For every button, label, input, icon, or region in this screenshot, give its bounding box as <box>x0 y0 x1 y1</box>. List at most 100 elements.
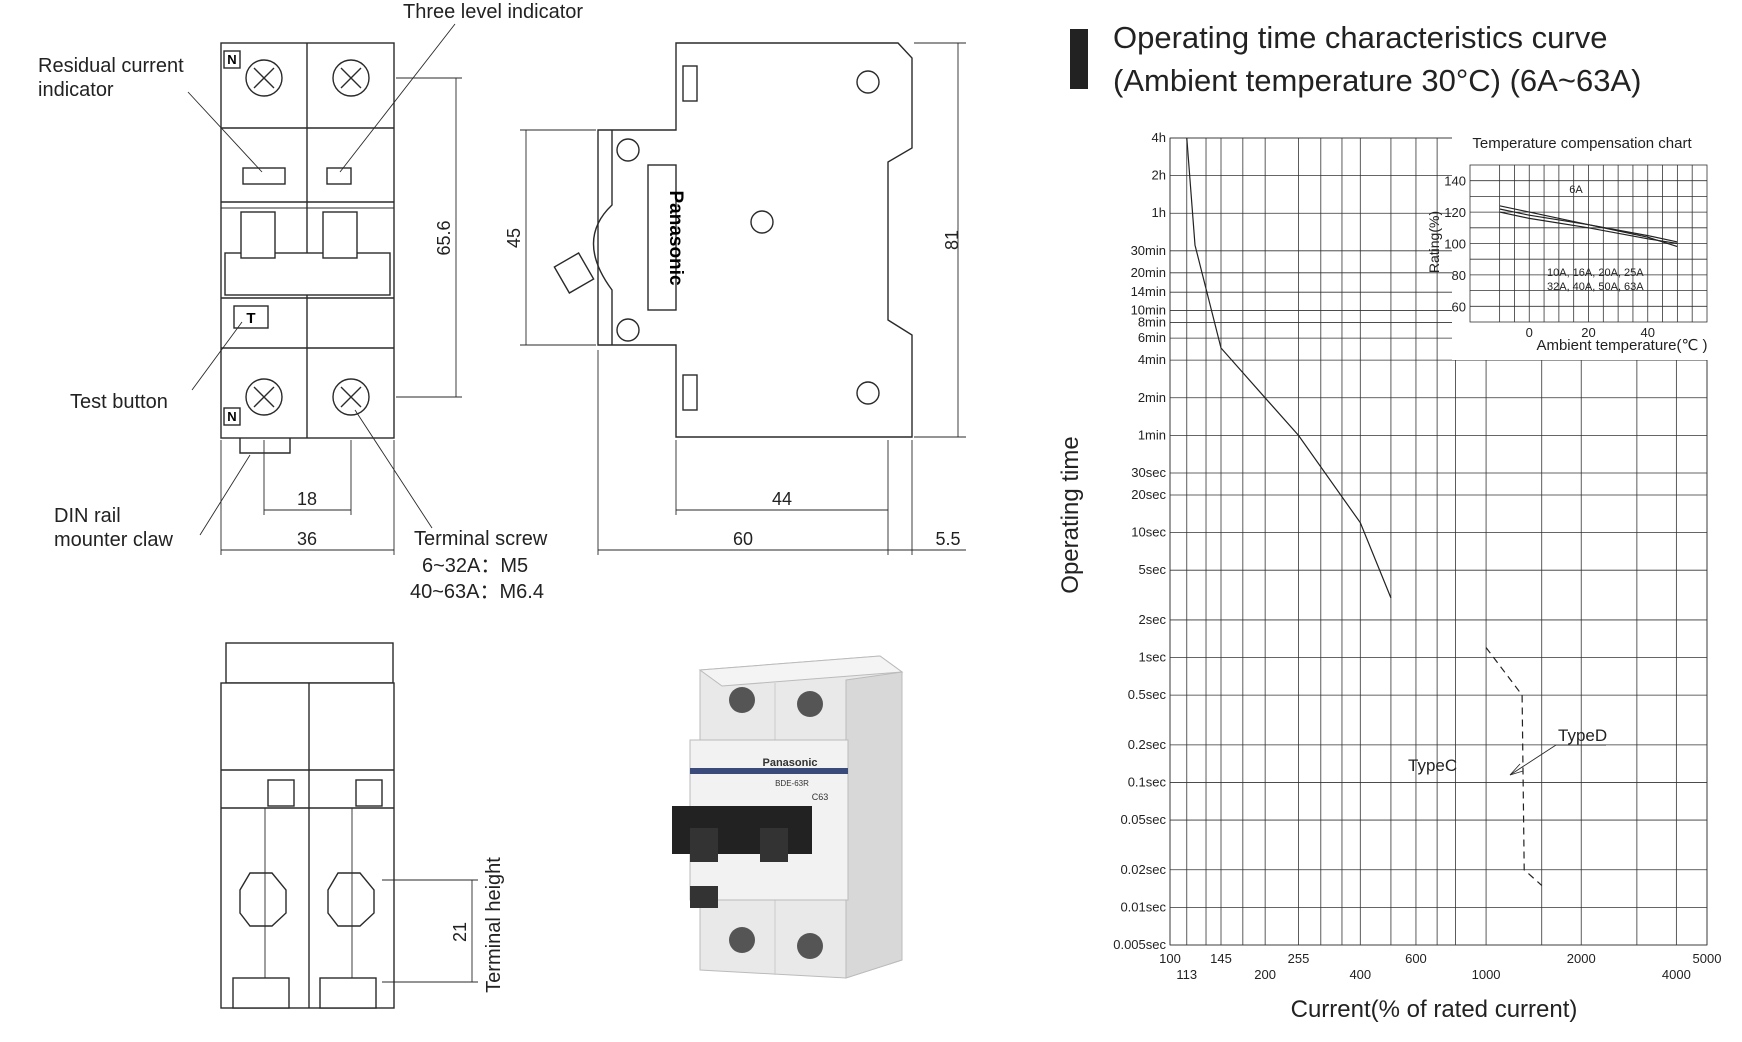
x-tick-label: 145 <box>1210 951 1232 966</box>
dim-60: 60 <box>733 529 753 549</box>
inset-series <box>1499 208 1678 243</box>
inset-6a-label: 6A <box>1569 184 1583 196</box>
terminal-screw-label: Terminal screw <box>414 528 548 550</box>
residual-indicator-label-1: Residual current <box>38 55 184 77</box>
inset-xlabel: Ambient temperature(℃ ) <box>1536 337 1707 354</box>
product-photo: Panasonic BDE-63R C63 <box>672 655 904 979</box>
y-tick-label: 0.2sec <box>1128 737 1167 752</box>
inset-series <box>1499 211 1678 245</box>
y-tick-label: 14min <box>1131 284 1166 299</box>
inset-x-tick: 20 <box>1581 325 1595 340</box>
product-model-text: BDE-63R <box>775 779 809 788</box>
typed-annotation: TypeD <box>1558 726 1607 745</box>
chart-xlabel: Current(% of rated current) <box>1291 996 1578 1023</box>
side-view-drawing: Panasonic <box>553 42 913 438</box>
x-tick-label: 200 <box>1254 967 1276 982</box>
inset-legend-line2: 32A, 40A, 50A, 63A <box>1547 281 1644 293</box>
inset-x-tick: 40 <box>1641 325 1655 340</box>
y-tick-label: 2sec <box>1139 612 1167 627</box>
inset-y-ticks: 140 120 100 80 60 <box>1444 174 1466 315</box>
terminal-screw-spec-1: 6~32A：M5 <box>422 555 528 577</box>
y-tick-label: 20min <box>1131 265 1166 280</box>
chart-title-line1: Operating time characteristics curve <box>1113 20 1607 55</box>
dim-45: 45 <box>504 228 524 248</box>
chart-title-line2: (Ambient temperature 30°C) (6A~63A) <box>1113 63 1641 98</box>
test-button-label: Test button <box>70 391 168 413</box>
residual-indicator-label-2: indicator <box>38 79 114 101</box>
y-tick-label: 8min <box>1138 315 1166 330</box>
chart-title-bar <box>1070 29 1088 89</box>
y-tick-label: 1sec <box>1139 650 1167 665</box>
y-tick-label: 10sec <box>1131 525 1166 540</box>
x-tick-label: 400 <box>1349 967 1371 982</box>
front-dimensions <box>220 77 462 555</box>
x-tick-label: 2000 <box>1567 951 1596 966</box>
y-tick-label: 0.5sec <box>1128 687 1167 702</box>
dim-65-6: 65.6 <box>434 220 454 255</box>
chart-curves <box>1186 137 1543 886</box>
dim-36: 36 <box>297 529 317 549</box>
dim-5-5: 5.5 <box>935 529 960 549</box>
product-rating-text: C63 <box>812 792 829 802</box>
x-tick-label: 600 <box>1405 951 1427 966</box>
x-tick-label: 255 <box>1288 951 1310 966</box>
side-brand-text: Panasonic <box>665 190 686 285</box>
x-tick-label: 1000 <box>1472 967 1501 982</box>
bottom-view-drawing <box>220 642 395 1009</box>
inset-y-tick: 60 <box>1452 299 1466 314</box>
y-tick-label: 2min <box>1138 390 1166 405</box>
din-rail-label-1: DIN rail <box>54 505 121 527</box>
inset-title: Temperature compensation chart <box>1472 135 1692 152</box>
inset-x-tick: 0 <box>1526 325 1533 340</box>
dim-44: 44 <box>772 489 792 509</box>
y-tick-label: 1min <box>1138 427 1166 442</box>
y-tick-label: 0.05sec <box>1120 812 1166 827</box>
inset-grid <box>1469 164 1708 323</box>
dim-21: 21 <box>450 922 470 942</box>
dim-18: 18 <box>297 489 317 509</box>
chart-ylabel: Operating time <box>1057 436 1084 593</box>
y-tick-label: 0.01sec <box>1120 899 1166 914</box>
inset-y-tick: 100 <box>1444 237 1466 252</box>
three-level-indicator-label: Three level indicator <box>403 1 583 23</box>
series-typed <box>1485 647 1543 886</box>
inset-legend-line1: 10A, 16A, 20A, 25A <box>1547 267 1644 279</box>
y-tick-label: 0.02sec <box>1120 862 1166 877</box>
dim-81: 81 <box>942 230 962 250</box>
y-tick-label: 5sec <box>1139 562 1167 577</box>
terminal-screw-spec-2: 40~63A：M6.4 <box>410 581 544 603</box>
series-typec <box>1186 137 1392 599</box>
inset-ylabel: Rating(%) <box>1426 211 1442 273</box>
y-tick-label: 6min <box>1138 330 1166 345</box>
product-brand-text: Panasonic <box>762 757 817 769</box>
side-dimensions <box>520 42 966 555</box>
x-tick-label: 5000 <box>1693 951 1722 966</box>
y-tick-label: 4min <box>1138 352 1166 367</box>
typec-annotation: TypeC <box>1408 756 1457 775</box>
y-tick-label: 2h <box>1152 168 1166 183</box>
y-tick-label: 4h <box>1152 130 1166 145</box>
x-tick-label: 113 <box>1176 967 1197 982</box>
y-tick-label: 30min <box>1131 243 1166 258</box>
y-tick-label: 20sec <box>1131 487 1166 502</box>
inset-curves <box>1499 205 1678 248</box>
y-tick-label: 1h <box>1152 205 1166 220</box>
terminal-height-label: Terminal height <box>483 857 505 993</box>
n-mark-top: N <box>227 52 236 67</box>
t-mark: T <box>246 310 255 327</box>
y-tick-label: 10min <box>1131 302 1166 317</box>
front-view-drawing: N N T <box>220 42 395 454</box>
y-tick-label: 0.005sec <box>1113 937 1166 952</box>
inset-y-tick: 140 <box>1444 174 1466 189</box>
inset-y-tick: 120 <box>1444 205 1466 220</box>
y-tick-label: 0.1sec <box>1128 774 1167 789</box>
din-rail-label-2: mounter claw <box>54 529 173 551</box>
x-tick-label: 4000 <box>1662 967 1691 982</box>
inset-y-tick: 80 <box>1452 268 1466 283</box>
x-tick-label: 100 <box>1159 951 1181 966</box>
n-mark-bottom: N <box>227 409 236 424</box>
terminal-height-dim <box>382 879 478 983</box>
